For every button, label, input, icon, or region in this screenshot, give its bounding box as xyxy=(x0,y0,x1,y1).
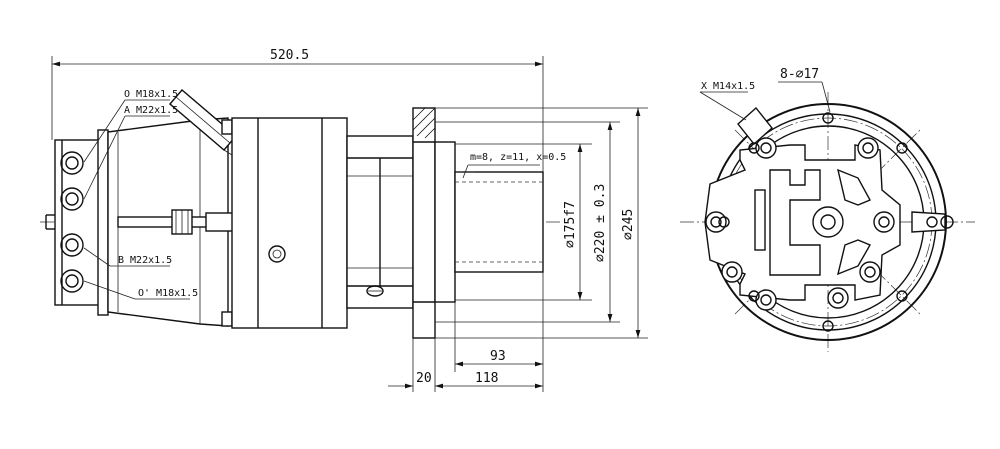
flange-hatch xyxy=(412,107,436,139)
dim-overall-length: 520.5 xyxy=(51,48,544,172)
adjust-rod xyxy=(117,209,237,235)
bore-fit-text: ∅175f7 xyxy=(563,201,578,248)
output-shaft xyxy=(454,171,544,273)
dim-flange-to-end: 118 xyxy=(435,371,543,389)
dim-bolt-circle: ∅220 ± 0.3 xyxy=(435,121,620,323)
x-port-fitting xyxy=(737,106,773,146)
inner-body xyxy=(704,144,901,301)
dim-flange-thickness: 20 xyxy=(388,338,436,392)
port-leaders xyxy=(83,99,540,300)
flange-diameter-text: ∅245 xyxy=(621,209,636,240)
port-a-label: A M22x1.5 xyxy=(124,105,178,116)
dim-shaft-length: 93 xyxy=(454,272,544,392)
port-b-label: B M22x1.5 xyxy=(118,255,172,266)
shaft-length-text: 93 xyxy=(490,349,506,364)
flange-thickness-text: 20 xyxy=(416,371,432,386)
flange-holes xyxy=(718,112,938,332)
flange-to-end-text: 118 xyxy=(475,371,498,386)
mounting-flange xyxy=(412,107,456,339)
neck xyxy=(346,135,414,309)
side-lug xyxy=(911,211,954,233)
bolt-circle-text: ∅220 ± 0.3 xyxy=(593,184,608,262)
overall-length-text: 520.5 xyxy=(270,48,309,63)
side-view: O M18x1.5 A M22x1.5 B M22x1.5 O' M18x1.5… xyxy=(40,48,648,392)
end-view: X M14x1.5 8-∅17 xyxy=(680,67,975,352)
port-o-prime-label: O' M18x1.5 xyxy=(138,288,198,299)
port-circles xyxy=(60,151,84,293)
dim-bore-fit: ∅175f7 xyxy=(455,143,592,301)
x-port-label: X M14x1.5 xyxy=(701,81,755,92)
port-o-label: O M18x1.5 xyxy=(124,89,178,100)
main-body xyxy=(231,117,348,329)
dim-flange-diameter: ∅245 xyxy=(435,107,648,339)
valve-block xyxy=(45,129,109,316)
holes-label: 8-∅17 xyxy=(780,67,819,82)
bolt-heads xyxy=(705,137,895,311)
spline-spec-label: m=8, z=11, x=0.5 xyxy=(470,152,566,163)
